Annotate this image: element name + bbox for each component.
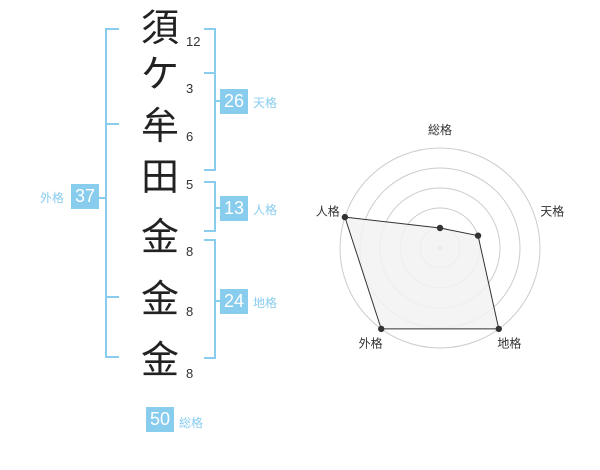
radar-axis-label: 総格	[428, 122, 452, 137]
jinkaku-score: 13	[220, 196, 248, 221]
tenkaku-label: 天格	[253, 96, 278, 110]
chikaku-score: 24	[220, 289, 248, 314]
name-char: 金	[140, 338, 179, 382]
name-char: 金	[140, 277, 179, 321]
stroke-count: 8	[186, 366, 194, 381]
jinkaku-label: 人格	[253, 203, 278, 217]
chikaku-label: 地格	[253, 296, 278, 310]
gaikaku-score: 37	[71, 184, 99, 209]
radar-data-polygon	[344, 216, 500, 330]
radar-data-point	[495, 325, 502, 333]
gaikaku-label: 外格	[40, 191, 65, 205]
name-char: ケ	[140, 52, 179, 96]
stroke-count: 8	[186, 304, 194, 319]
name-char: 須	[140, 6, 179, 50]
radar-axis-label: 天格	[540, 204, 564, 219]
radar-data-point	[436, 224, 444, 232]
stroke-count: 3	[186, 81, 194, 96]
name-char: 牟	[140, 104, 179, 148]
name-char: 金	[140, 215, 179, 259]
stroke-count: 6	[186, 129, 194, 144]
tenkaku-score: 26	[220, 89, 248, 114]
stroke-count: 5	[186, 177, 194, 192]
stroke-count: 8	[186, 244, 194, 259]
radar-axis-label: 外格	[359, 335, 383, 350]
stroke-count: 12	[186, 34, 201, 49]
radar-data-point	[474, 232, 482, 239]
radar-data-point	[341, 213, 349, 221]
radar-axis-label: 地格	[497, 335, 521, 350]
soukaku-score: 50	[146, 407, 174, 432]
soukaku-label: 総格	[179, 416, 204, 430]
name-char: 田	[140, 155, 179, 199]
radar-grid-ring	[339, 147, 541, 349]
radar-data-point	[378, 325, 385, 333]
radar-axis-label: 人格	[316, 204, 340, 219]
